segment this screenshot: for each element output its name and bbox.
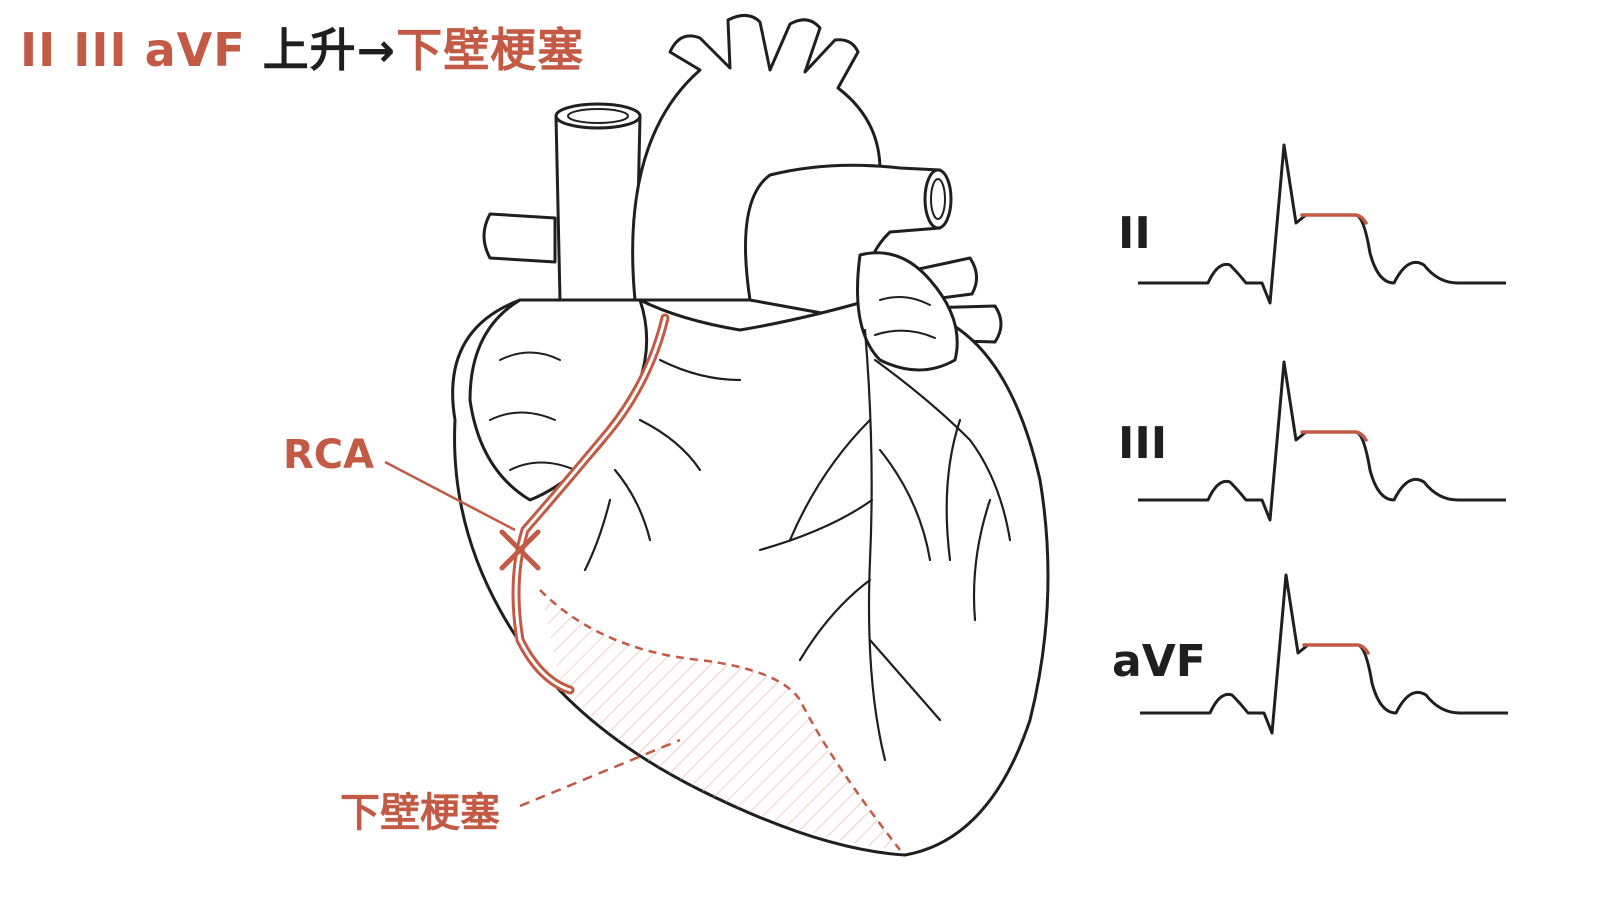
ecg-lead-label-ii: II (1118, 208, 1151, 259)
st-elevation-iii (1300, 430, 1368, 442)
infarct-leader-line (519, 738, 681, 808)
infarct-border (539, 589, 901, 851)
ecg-lead-label-iii: III (1118, 418, 1168, 469)
ecg-trace-iii (1138, 360, 1506, 522)
rca-leader-line (384, 460, 516, 532)
st-elevation-avf (1302, 643, 1370, 655)
occlusion-marker (499, 529, 541, 571)
st-elevation-ii (1300, 213, 1368, 225)
title-result: 下壁梗塞 (396, 23, 585, 77)
ecg-trace-ii (1138, 143, 1506, 305)
title-rise: 上升→ (245, 23, 397, 77)
infarct-region (540, 590, 900, 850)
infarct-label: 下壁梗塞 (340, 790, 500, 836)
page-title: II III aVF 上升→下壁梗塞 (20, 14, 584, 80)
ecg-trace-avf (1140, 573, 1508, 735)
rca-label: RCA (283, 432, 375, 478)
vena-cava (554, 114, 642, 302)
left-vessel (482, 212, 557, 264)
left-atrium (856, 251, 959, 372)
title-leads: II III aVF (20, 23, 246, 77)
ecg-lead-label-avf: aVF (1112, 636, 1206, 687)
ecg-traces (1138, 143, 1508, 735)
